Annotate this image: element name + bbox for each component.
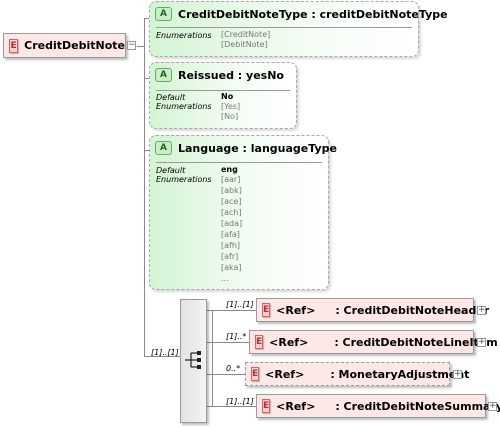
attribute-box-reissued: A Reissued : yesNo Default No Enumeratio… xyxy=(149,62,297,129)
element-badge: E xyxy=(262,399,271,413)
element-badge: E xyxy=(262,303,271,317)
attribute-separator xyxy=(156,27,412,28)
default-label: Default xyxy=(156,166,186,175)
attribute-header: A CreditDebitNoteType : creditDebitNoteT… xyxy=(155,7,448,21)
root-element-box[interactable]: E CreditDebitNote xyxy=(3,33,126,58)
element-badge: E xyxy=(9,38,19,53)
enumeration-value: [afa] xyxy=(221,230,240,239)
connector-trunk-vertical xyxy=(144,18,145,356)
default-value: No xyxy=(221,92,234,101)
connector-child-4 xyxy=(207,406,256,407)
attribute-title: CreditDebitNoteType : creditDebitNoteTyp… xyxy=(178,7,448,21)
root-element-name: CreditDebitNote xyxy=(24,39,125,52)
attribute-badge: A xyxy=(155,141,172,155)
child-element-name: : CreditDebitNoteSummary xyxy=(335,399,500,413)
enumeration-value: [No] xyxy=(221,112,239,121)
attribute-title: Language : languageType xyxy=(178,141,337,155)
attribute-box-language: A Language : languageType Default eng En… xyxy=(149,135,337,290)
element-badge: E xyxy=(251,367,260,381)
connector-child-3 xyxy=(207,374,245,375)
connector-attr-3 xyxy=(144,150,150,151)
collapse-icon[interactable]: − xyxy=(127,40,136,50)
child-element-lineitem[interactable]: E <Ref> : CreditDebitNoteLineItem xyxy=(249,330,498,354)
default-value: eng xyxy=(221,165,238,174)
connector-trunk-to-sequence xyxy=(144,356,180,357)
enumerations-label: Enumerations xyxy=(156,175,212,184)
attribute-header: A Language : languageType xyxy=(155,141,337,155)
ref-label: <Ref> xyxy=(276,399,316,413)
enumeration-value: [aar] xyxy=(221,175,241,184)
attribute-separator xyxy=(156,90,290,91)
expand-icon[interactable]: + xyxy=(477,305,486,315)
sequence-cardinality: [1]..[1] xyxy=(151,348,179,357)
connector-attr-1 xyxy=(144,18,150,19)
enumeration-value: [ach] xyxy=(221,208,242,217)
child-element-monetaryadjustment[interactable]: E <Ref> : MonetaryAdjustment xyxy=(245,362,469,386)
sequence-icon xyxy=(185,351,201,369)
enumeration-value: [Yes] xyxy=(221,102,241,111)
enumerations-label: Enumerations xyxy=(156,31,212,40)
child-element-name: : CreditDebitNoteHeader xyxy=(335,303,490,317)
attribute-header: A Reissued : yesNo xyxy=(155,68,284,82)
attribute-badge: A xyxy=(155,68,172,82)
connector-child-1 xyxy=(207,310,256,311)
attribute-title: Reissued : yesNo xyxy=(178,68,284,82)
attribute-box-creditdebitnotetype: A CreditDebitNoteType : creditDebitNoteT… xyxy=(149,1,448,57)
enumerations-label: Enumerations xyxy=(156,102,212,111)
expand-icon[interactable]: + xyxy=(477,337,486,347)
child-element-summary[interactable]: E <Ref> : CreditDebitNoteSummary xyxy=(256,394,500,418)
enumeration-value: ... xyxy=(221,274,229,283)
child-element-name: : MonetaryAdjustment xyxy=(330,367,470,381)
enumeration-value: [ada] xyxy=(221,219,243,228)
enumeration-value: [aka] xyxy=(221,263,242,272)
expand-icon[interactable]: + xyxy=(453,369,462,379)
connector-sequence-vertical xyxy=(212,310,213,407)
element-badge: E xyxy=(255,335,264,349)
enumeration-value: [afr] xyxy=(221,252,239,261)
expand-icon[interactable]: + xyxy=(488,401,497,411)
attribute-separator xyxy=(156,162,322,163)
attribute-badge: A xyxy=(155,7,172,21)
ref-label: <Ref> xyxy=(269,335,309,349)
child-cardinality: [1]..* xyxy=(226,332,247,341)
enumeration-value: [abk] xyxy=(221,186,242,195)
sequence-compositor[interactable] xyxy=(180,299,207,423)
child-cardinality: [1]..[1] xyxy=(226,397,254,406)
child-element-header[interactable]: E <Ref> : CreditDebitNoteHeader xyxy=(256,298,489,322)
ref-label: <Ref> xyxy=(276,303,316,317)
enumeration-value: [DebitNote] xyxy=(221,40,268,49)
connector-root-to-trunk xyxy=(137,46,145,47)
connector-child-2 xyxy=(207,342,249,343)
connector-attr-2 xyxy=(144,78,150,79)
enumeration-value: [ace] xyxy=(221,197,242,206)
ref-label: <Ref> xyxy=(265,367,305,381)
enumeration-value: [afh] xyxy=(221,241,241,250)
child-element-name: : CreditDebitNoteLineItem xyxy=(334,335,498,349)
default-label: Default xyxy=(156,93,186,102)
child-cardinality: 0..* xyxy=(226,364,241,373)
enumeration-value: [CreditNote] xyxy=(221,30,271,39)
child-cardinality: [1]..[1] xyxy=(226,300,254,309)
